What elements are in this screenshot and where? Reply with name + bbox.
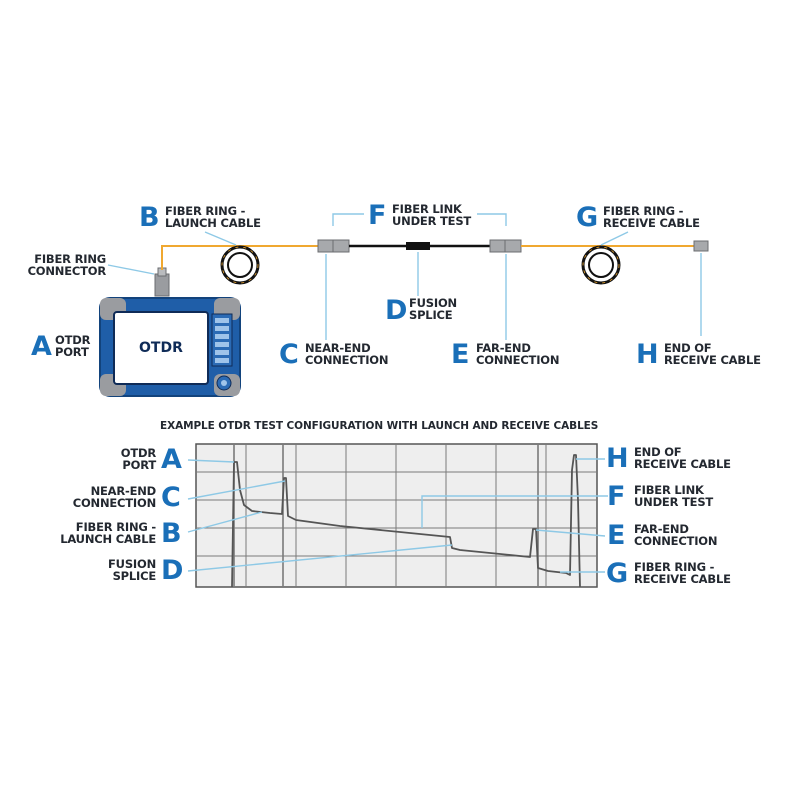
trace-letter-g: G [606, 558, 629, 589]
top-label-e: FAR-END CONNECTION [476, 341, 560, 368]
trace-label-b: FIBER RING - LAUNCH CABLE [60, 520, 156, 547]
top-label-g: FIBER RING - RECEIVE CABLE [603, 204, 700, 231]
top-label-d: FUSION SPLICE [409, 296, 457, 323]
trace-letter-e: E [607, 520, 626, 551]
top-letter-b: B [139, 202, 160, 233]
trace-letter-h: H [606, 443, 629, 474]
top-letter-f: F [368, 200, 387, 231]
top-letter-e: E [451, 339, 470, 370]
top-letter-a: A [31, 331, 52, 362]
trace-letter-c: C [161, 482, 181, 513]
receive-coil-shape [581, 245, 621, 285]
trace-label-a: OTDR PORT [120, 446, 156, 473]
otdr-screen-text: OTDR [139, 340, 183, 356]
trace-label-c: NEAR-END CONNECTION [72, 484, 156, 511]
fiber-ring-connector-label: FIBER RING CONNECTOR [27, 252, 107, 279]
otdr-trace-line [231, 454, 581, 588]
top-label-c: NEAR-END CONNECTION [305, 341, 389, 368]
trace-label-h: END OF RECEIVE CABLE [634, 445, 731, 472]
trace-label-e: FAR-END CONNECTION [634, 522, 718, 549]
trace-title: EXAMPLE OTDR TEST CONFIGURATION WITH LAU… [160, 420, 599, 432]
top-label-h: END OF RECEIVE CABLE [664, 341, 761, 368]
trace-letter-d: D [161, 555, 184, 586]
top-label-f: FIBER LINK UNDER TEST [392, 202, 472, 229]
top-label-a: OTDR PORT [55, 333, 91, 360]
trace-label-g: FIBER RING - RECEIVE CABLE [634, 560, 731, 587]
otdr-device-shape [99, 297, 241, 397]
receive-end-connector-shape [693, 240, 709, 252]
trace-grid [196, 444, 597, 587]
fusion-splice-shape [406, 242, 430, 250]
trace-label-f: FIBER LINK UNDER TEST [634, 483, 714, 510]
top-letter-h: H [636, 339, 659, 370]
top-letter-c: C [279, 339, 299, 370]
top-letter-g: G [576, 202, 599, 233]
top-letter-d: D [385, 295, 408, 326]
trace-letter-a: A [161, 444, 182, 475]
trace-letter-f: F [607, 481, 626, 512]
top-label-b: FIBER RING - LAUNCH CABLE [165, 204, 261, 231]
trace-letter-b: B [161, 518, 182, 549]
fiber-ring-connector-shape [154, 273, 170, 297]
launch-coil-shape [220, 245, 260, 285]
trace-label-d: FUSION SPLICE [108, 557, 156, 584]
